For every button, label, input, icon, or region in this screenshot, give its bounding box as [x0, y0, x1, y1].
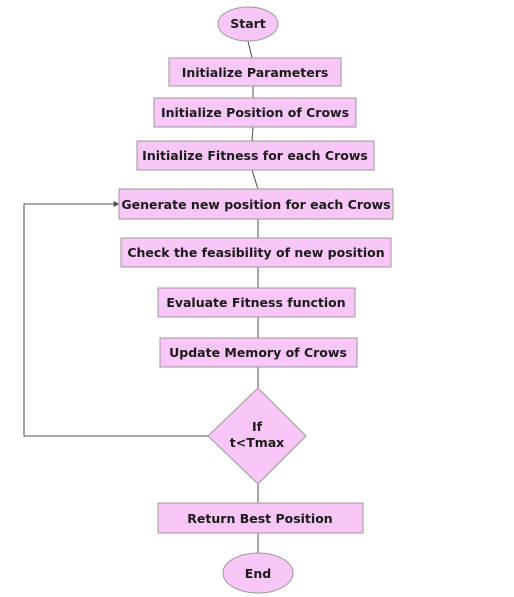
evaluate-fitness-label: Evaluate Fitness function	[166, 295, 345, 310]
decision-label-line1: If	[252, 419, 263, 434]
start-node: Start	[217, 6, 279, 42]
init-fitness-label: Initialize Fitness for each Crows	[142, 148, 368, 163]
init-params-box	[168, 57, 342, 87]
edge-start-to-init-params	[247, 40, 253, 59]
edge-loop-back-to-generate	[23, 201, 208, 437]
flowchart-edges	[23, 40, 259, 553]
update-memory-node: Update Memory of Crows	[159, 337, 358, 368]
update-memory-label: Update Memory of Crows	[169, 345, 347, 360]
evaluate-fitness-node: Evaluate Fitness function	[157, 287, 356, 318]
end-node: End	[222, 552, 294, 594]
return-best-node: Return Best Position	[157, 502, 364, 534]
start-node-shape	[217, 6, 279, 42]
return-best-box	[157, 502, 364, 534]
generate-position-label: Generate new position for each Crows	[121, 197, 390, 212]
generate-position-box	[118, 188, 394, 220]
init-params-node: Initialize Parameters	[168, 57, 342, 87]
update-memory-box	[159, 337, 358, 368]
check-feasibility-node: Check the feasibility of new position	[120, 237, 392, 268]
init-position-box	[153, 97, 357, 128]
init-params-label: Initialize Parameters	[182, 65, 329, 80]
init-position-label: Initialize Position of Crows	[161, 105, 349, 120]
init-fitness-box	[136, 140, 375, 171]
check-feasibility-box	[120, 237, 392, 268]
check-feasibility-label: Check the feasibility of new position	[127, 245, 384, 260]
start-node-label: Start	[230, 16, 266, 31]
end-node-label: End	[245, 566, 271, 581]
edge-init-position-to-init-fitness	[251, 126, 254, 142]
init-fitness-node: Initialize Fitness for each Crows	[136, 140, 375, 171]
return-best-label: Return Best Position	[187, 511, 332, 526]
evaluate-fitness-box	[157, 287, 356, 318]
init-position-node: Initialize Position of Crows	[153, 97, 357, 128]
decision-label-line2: t<Tmax	[230, 435, 285, 450]
decision-node: If t<Tmax	[207, 387, 307, 485]
generate-position-node: Generate new position for each Crows	[118, 188, 394, 220]
end-node-shape	[222, 552, 294, 594]
decision-diamond	[207, 387, 307, 485]
edge-init-fitness-to-generate	[251, 169, 259, 190]
